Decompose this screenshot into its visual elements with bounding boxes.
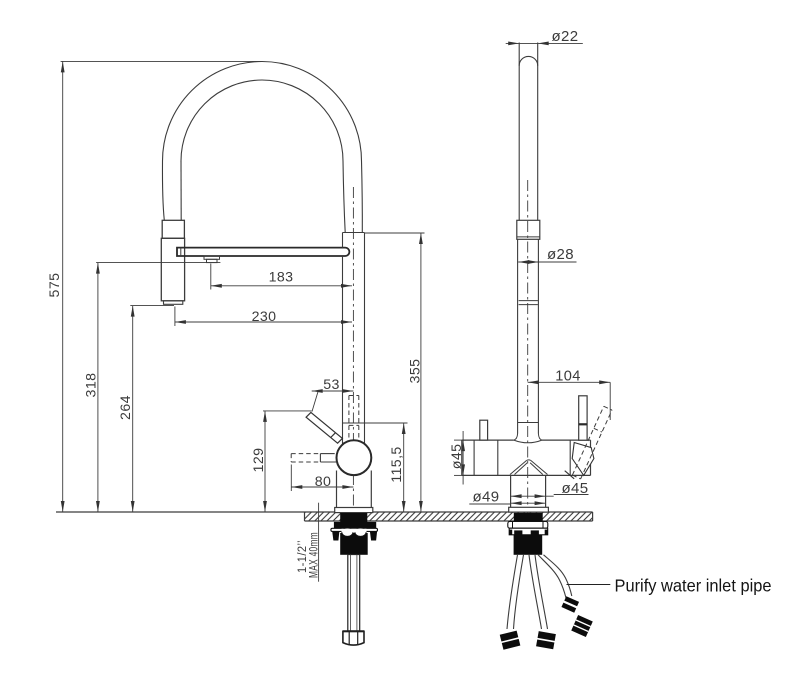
svg-text:318: 318 [84,373,100,398]
svg-text:230: 230 [252,309,277,325]
svg-text:Purify water inlet pipe: Purify water inlet pipe [615,576,772,596]
svg-text:53: 53 [323,377,340,393]
svg-text:115,5: 115,5 [389,446,405,482]
svg-text:ø45: ø45 [561,480,588,497]
svg-text:80: 80 [315,474,332,490]
svg-text:104: 104 [555,369,581,385]
svg-text:ø22: ø22 [551,28,578,45]
svg-text:355: 355 [408,359,424,384]
svg-text:ø28: ø28 [547,246,574,263]
svg-text:264: 264 [118,395,134,420]
svg-text:ø45: ø45 [449,444,465,470]
svg-text:183: 183 [269,270,294,286]
svg-text:575: 575 [47,273,63,298]
svg-text:ø49: ø49 [472,489,499,506]
svg-text:MAX 40mm: MAX 40mm [309,532,321,578]
svg-text:129: 129 [251,448,267,473]
svg-text:1-1/2’’: 1-1/2’’ [297,540,309,573]
